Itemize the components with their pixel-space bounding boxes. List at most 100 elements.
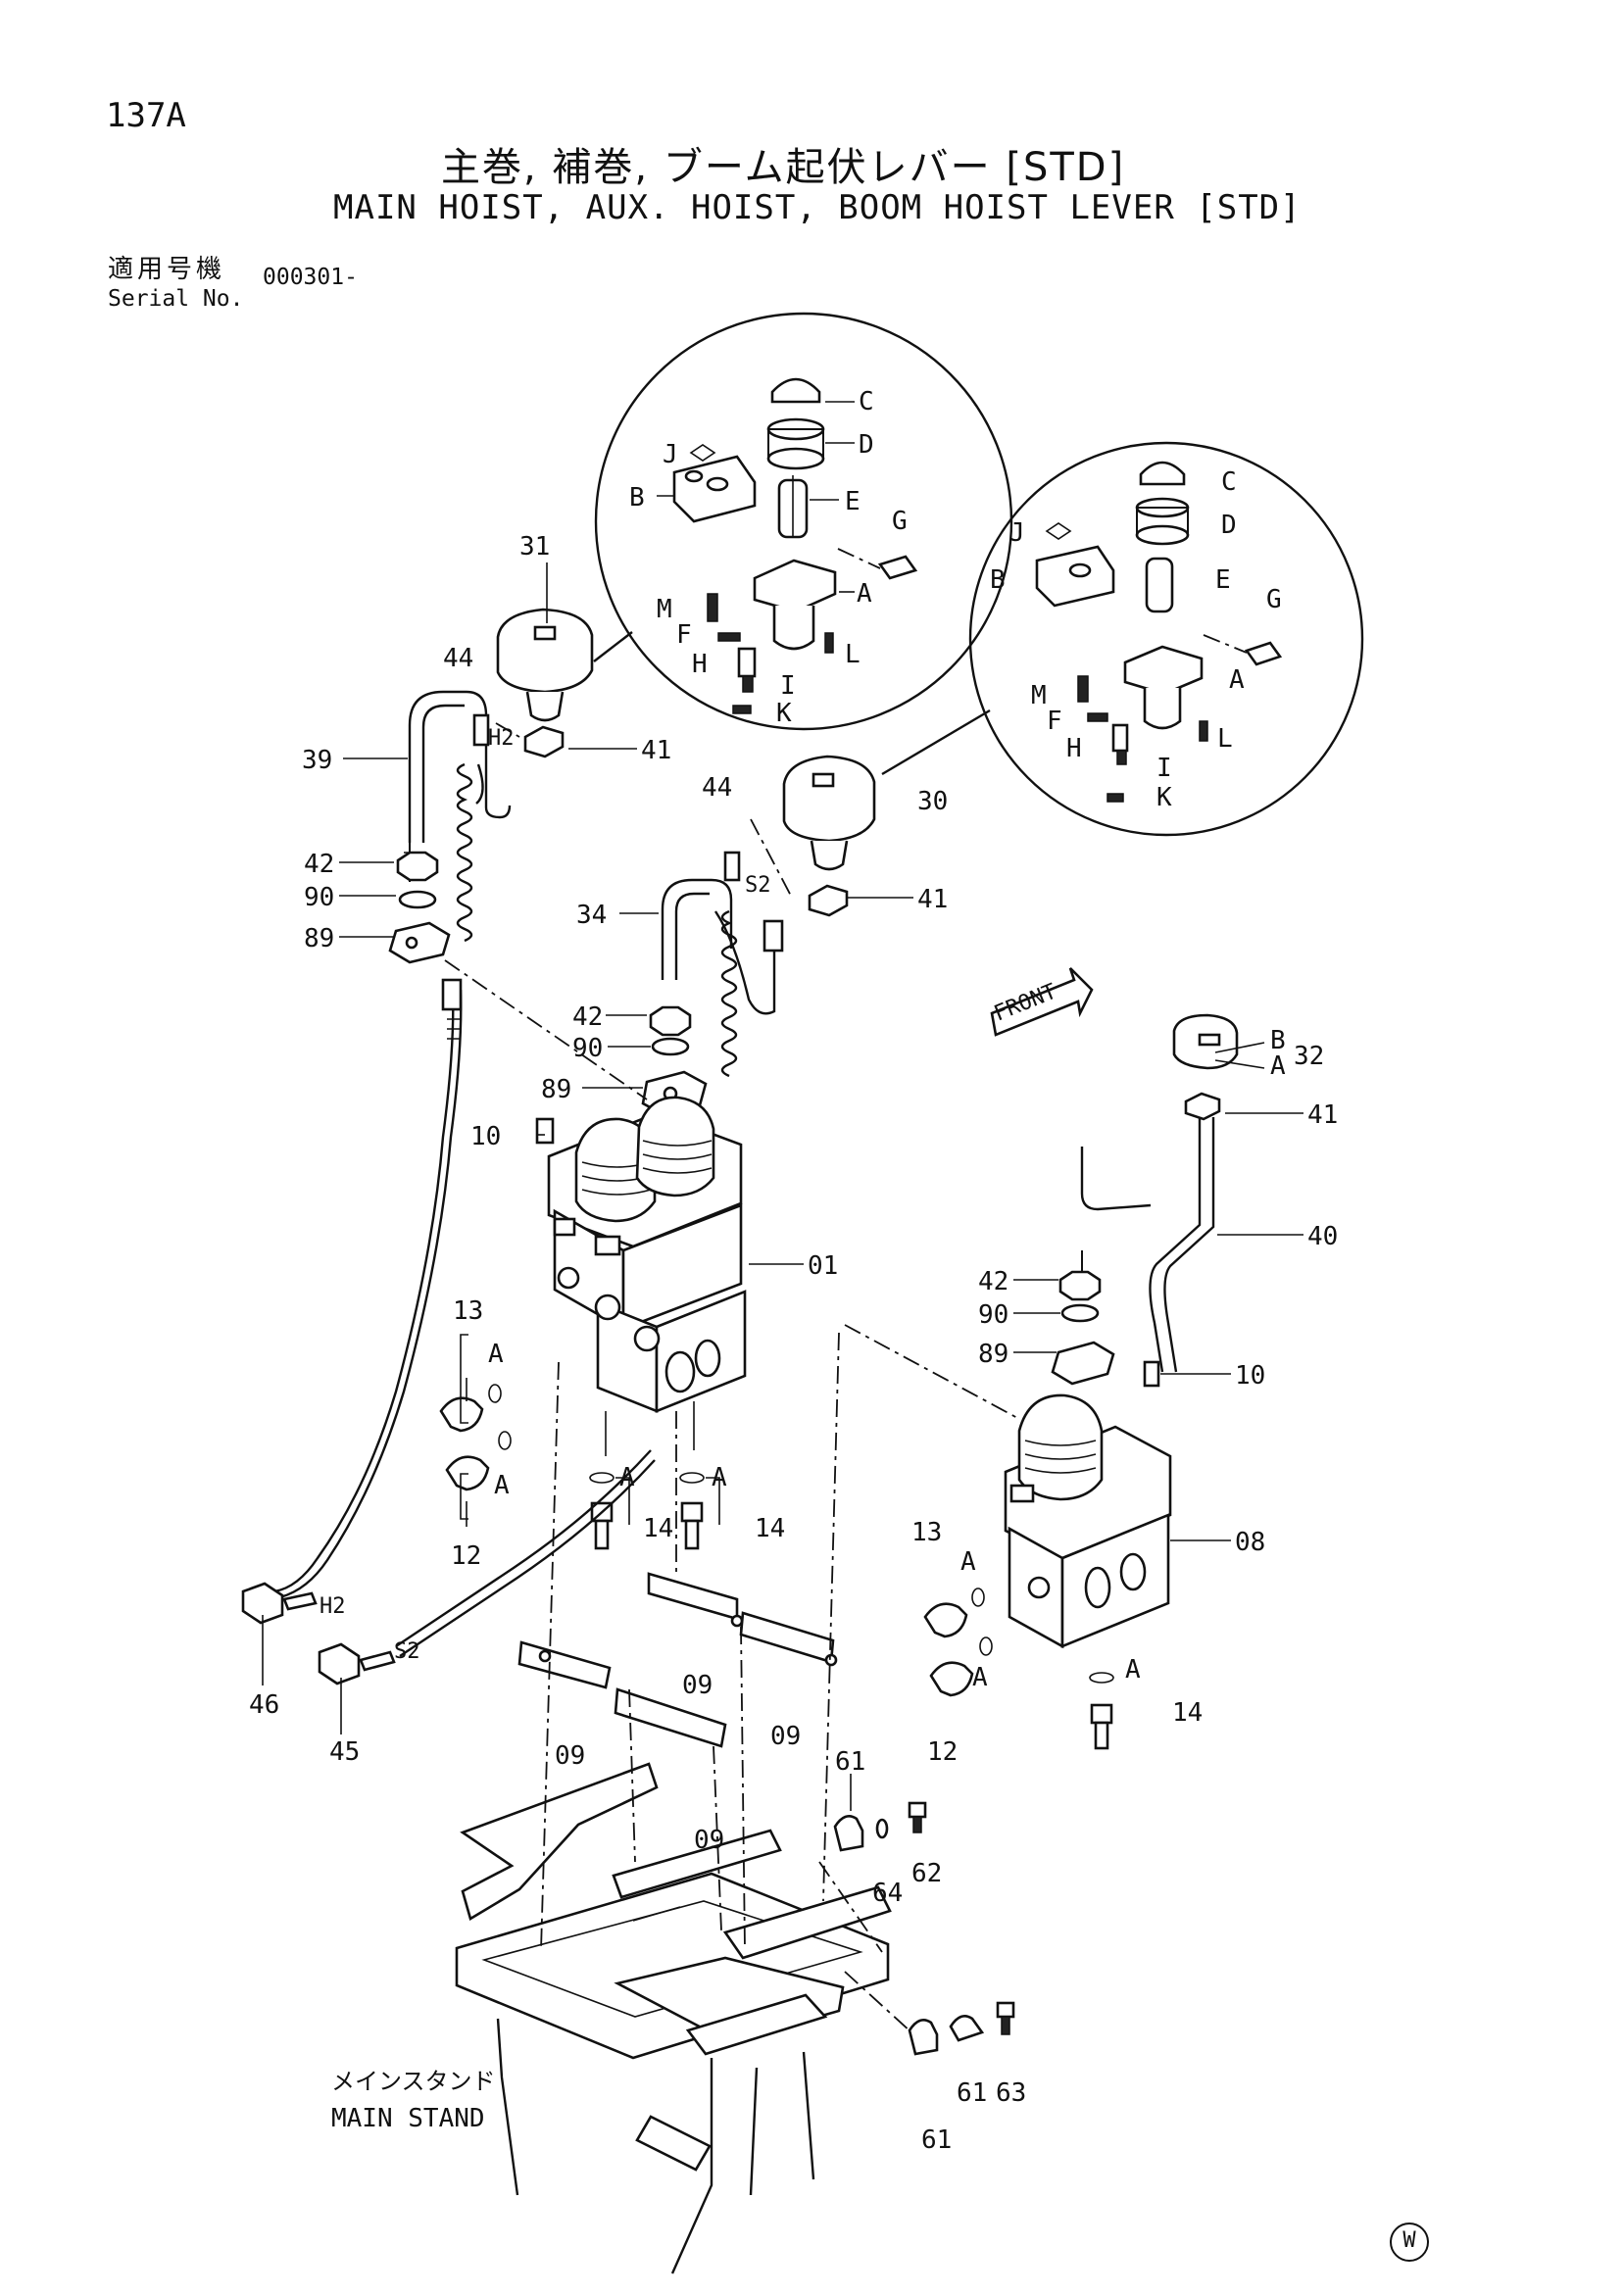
assembly-lines <box>444 722 1020 2033</box>
letter-a-right: A <box>1229 665 1245 695</box>
letter-l-left: L <box>845 640 861 669</box>
harness-left <box>273 978 463 1599</box>
letter-b-right: B <box>990 565 1006 595</box>
callout-61c: 61 <box>921 2125 952 2155</box>
connector-46 <box>241 1582 318 1625</box>
serial-value: 000301- <box>263 265 358 290</box>
callout-41a: 41 <box>641 736 671 765</box>
letter-a-32: A <box>1270 1051 1286 1081</box>
washer-90-left <box>398 890 437 909</box>
marker-s2-top: S2 <box>745 873 771 898</box>
letter-c-left: C <box>859 387 874 416</box>
washer-90-center <box>651 1037 690 1056</box>
callout-12b: 12 <box>927 1737 958 1767</box>
letter-m-right: M <box>1031 681 1047 710</box>
callout-89b: 89 <box>541 1075 571 1104</box>
callout-32: 32 <box>1294 1042 1324 1071</box>
letter-b-left: B <box>629 483 645 513</box>
letter-l-right: L <box>1217 724 1233 754</box>
page-number: 137A <box>106 96 186 135</box>
letter-d-left: D <box>859 430 874 460</box>
detail-letters-left: C D E G A B J M F H I K L <box>629 387 908 728</box>
callout-90b: 90 <box>572 1034 603 1063</box>
nut-42-left <box>396 851 439 882</box>
letter-m-left: M <box>657 595 672 624</box>
page-title-jp: 主巻, 補巻, ブーム起伏レバー [STD] <box>441 145 1126 190</box>
letter-i-right: I <box>1156 754 1172 783</box>
fittings-12-13-left <box>439 1334 512 1520</box>
nut-42-center <box>649 1005 692 1037</box>
detail-circle-right <box>881 441 1364 837</box>
callout-42b: 42 <box>572 1002 603 1032</box>
valve-block-01 <box>535 1096 747 1456</box>
callout-10a: 10 <box>470 1122 501 1151</box>
fitting-letters: B A A A A A A A A <box>488 1026 1286 1692</box>
callout-61a: 61 <box>835 1747 865 1777</box>
lever-knob-31 <box>496 608 594 758</box>
main-stand <box>455 1762 892 2274</box>
letter-h-right: H <box>1066 734 1082 763</box>
callout-46: 46 <box>249 1690 279 1720</box>
letter-g-right: G <box>1266 585 1282 614</box>
letter-f-right: F <box>1047 707 1062 736</box>
letter-f-left: F <box>676 620 692 650</box>
callout-44b: 44 <box>702 773 732 803</box>
marker-h2-top: H2 <box>488 726 515 751</box>
front-arrow: FRONT <box>990 967 1094 1037</box>
callout-90a: 90 <box>304 883 334 912</box>
callout-34: 34 <box>576 901 607 930</box>
lever-knob-30 <box>782 755 876 917</box>
callout-09b: 09 <box>770 1722 801 1751</box>
letter-e-left: E <box>845 487 861 516</box>
lever-knob-32 <box>1172 1013 1239 1121</box>
letter-i-left: I <box>780 671 796 701</box>
bracket-89-left <box>388 921 451 964</box>
nut-42-right <box>1058 1270 1102 1301</box>
serial-label-jp: 適用号機 <box>108 255 226 284</box>
footer-mark: W <box>1390 2223 1429 2262</box>
callout-10b: 10 <box>1235 1361 1265 1391</box>
letter-k-right: K <box>1156 783 1172 812</box>
letter-a-14b: A <box>712 1463 727 1492</box>
letter-j-right: J <box>1009 518 1025 548</box>
callout-14b: 14 <box>755 1514 785 1543</box>
letter-j-left: J <box>663 440 678 469</box>
callout-13b: 13 <box>911 1518 942 1547</box>
callout-08: 08 <box>1235 1528 1265 1557</box>
callout-89a: 89 <box>304 924 334 953</box>
bracket-89-right <box>1051 1341 1115 1386</box>
callout-14a: 14 <box>643 1514 673 1543</box>
letter-a-12a: A <box>494 1471 510 1500</box>
callout-01: 01 <box>808 1251 838 1281</box>
letter-a-12b: A <box>972 1663 988 1692</box>
callout-39: 39 <box>302 746 332 775</box>
lever-rod-39 <box>408 690 512 843</box>
letter-a-13b: A <box>960 1547 976 1577</box>
wire-markers: H2 S2 H2 S2 <box>320 726 771 1664</box>
callout-30: 30 <box>917 787 948 816</box>
washer-90-right <box>1060 1303 1100 1323</box>
callout-63: 63 <box>996 2078 1026 2108</box>
stand-labels: メインスタンド MAIN STAND <box>331 2068 496 2133</box>
callout-31: 31 <box>519 532 550 562</box>
fittings-right <box>923 1588 1114 1750</box>
callout-44a: 44 <box>443 644 473 673</box>
valve-block-08 <box>1004 1360 1172 1649</box>
stand-label-en: MAIN STAND <box>331 2104 485 2133</box>
letter-g-left: G <box>892 507 908 536</box>
stand-label-jp: メインスタンド <box>331 2068 496 2095</box>
clamps-61-62-63-64 <box>833 1801 1015 2056</box>
detail-letters-right: C D E G A B J M F H I K L <box>990 467 1282 812</box>
callout-40: 40 <box>1307 1222 1338 1251</box>
letter-k-left: K <box>776 699 792 728</box>
connector-45 <box>318 1449 656 1685</box>
letter-a-left: A <box>857 579 872 609</box>
letter-a-14c: A <box>1125 1655 1141 1685</box>
serial-label-en: Serial No. <box>108 286 244 312</box>
callout-89c: 89 <box>978 1340 1008 1369</box>
callout-41c: 41 <box>1307 1100 1338 1130</box>
marker-h2-bottom: H2 <box>320 1594 346 1619</box>
callout-45: 45 <box>329 1737 360 1767</box>
callout-42c: 42 <box>978 1267 1008 1296</box>
